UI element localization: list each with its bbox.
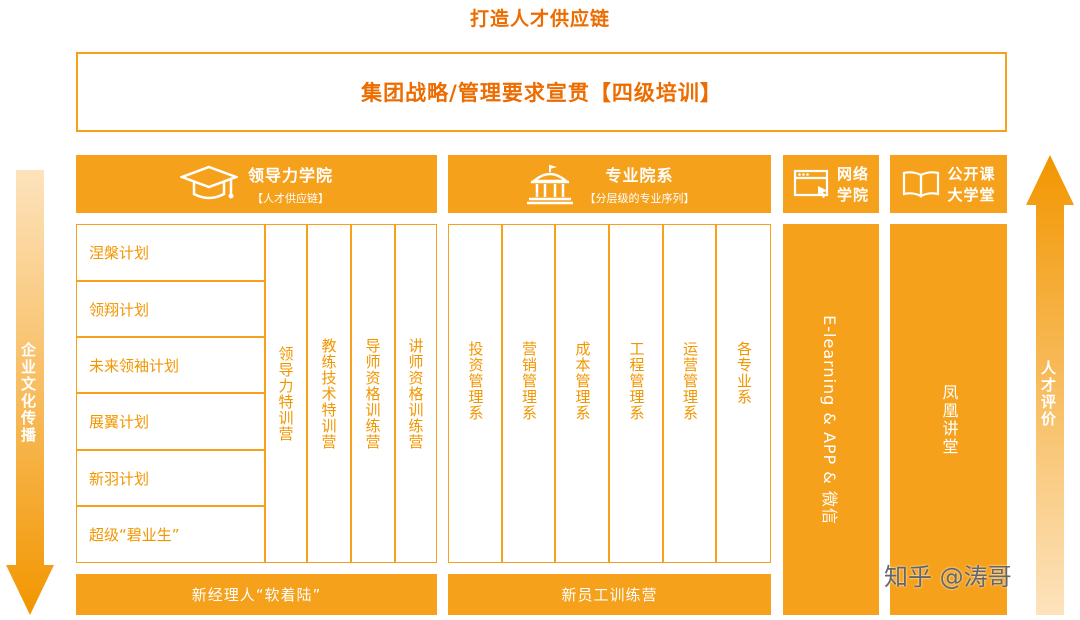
camp-column: 导师资格训练营 [351,224,395,563]
leadership-academy-title: 领导力学院 [247,166,333,185]
professional-dept-subtitle: 【分层级的专业序列】 [584,192,695,205]
phoenix-lecture-bar: 凤凰讲堂 [890,224,1007,615]
diagram-title: 打造人才供应链 [469,8,610,30]
open-course-header: 公开课 大学堂 [890,155,1007,213]
online-channel-label: E-learning & APP & 微信 [820,314,839,525]
program-item: 新羽计划 [76,450,265,506]
professional-dept-title: 专业院系 [605,166,674,185]
browser-window-icon [793,169,829,198]
online-academy-header: 网络 学院 [783,155,879,213]
department-label: 各专业系 [735,341,753,405]
department-label: 工程管理系 [627,341,646,421]
camp-label: 教练技术特训营 [319,337,338,450]
camp-label: 领导力特训营 [276,345,295,442]
up-arrow-icon [1026,155,1074,615]
graduation-cap-icon [179,165,238,200]
open-course-title-1: 公开课 [947,165,996,183]
new-employee-footer: 新员工训练营 [448,574,771,615]
program-item: 领翔计划 [76,281,265,337]
camp-label: 讲师资格训练营 [406,337,425,450]
institution-building-icon [526,165,573,205]
department-column: 营销管理系 [502,224,555,563]
culture-arrow-label: 企业文化传播 [19,342,37,444]
camp-label: 导师资格训练营 [363,337,382,450]
down-arrow-icon [6,170,54,615]
strategy-banner: 集团战略/管理要求宣贯【四级培训】 [76,52,1007,132]
open-course-title-2: 大学堂 [947,186,996,204]
program-item: 涅槃计划 [76,224,265,281]
department-column: 工程管理系 [609,224,663,563]
new-manager-footer: 新经理人“软着陆” [76,574,437,615]
program-item: 展翼计划 [76,393,265,450]
online-academy-title-2: 学院 [836,186,869,204]
evaluation-arrow-label: 人才评价 [1039,360,1057,428]
department-column: 投资管理系 [448,224,502,563]
evaluation-arrow: 人才评价 [1026,155,1074,615]
culture-arrow: 企业文化传播 [6,170,54,615]
camp-column: 讲师资格训练营 [395,224,437,563]
leadership-academy-header: 领导力学院 【人才供应链】 [76,155,437,213]
department-column: 各专业系 [716,224,771,563]
program-item: 未来领袖计划 [76,337,265,393]
online-channel-bar: E-learning & APP & 微信 [783,224,879,615]
department-column: 运营管理系 [663,224,716,563]
department-label: 运营管理系 [681,341,699,421]
zhihu-watermark: 知乎 @涛哥 [884,563,1012,591]
professional-dept-header: 专业院系 【分层级的专业序列】 [448,155,771,213]
leadership-academy-subtitle: 【人才供应链】 [251,192,329,205]
department-label: 成本管理系 [573,341,592,421]
department-label: 营销管理系 [520,341,538,421]
department-column: 成本管理系 [555,224,609,563]
online-academy-title-1: 网络 [836,165,869,183]
open-book-icon [903,171,940,198]
program-item: 超级“碧业生” [76,506,265,563]
camp-column: 教练技术特训营 [307,224,351,563]
camp-column: 领导力特训营 [265,224,307,563]
department-label: 投资管理系 [466,341,485,421]
phoenix-lecture-label: 凤凰讲堂 [939,383,959,456]
